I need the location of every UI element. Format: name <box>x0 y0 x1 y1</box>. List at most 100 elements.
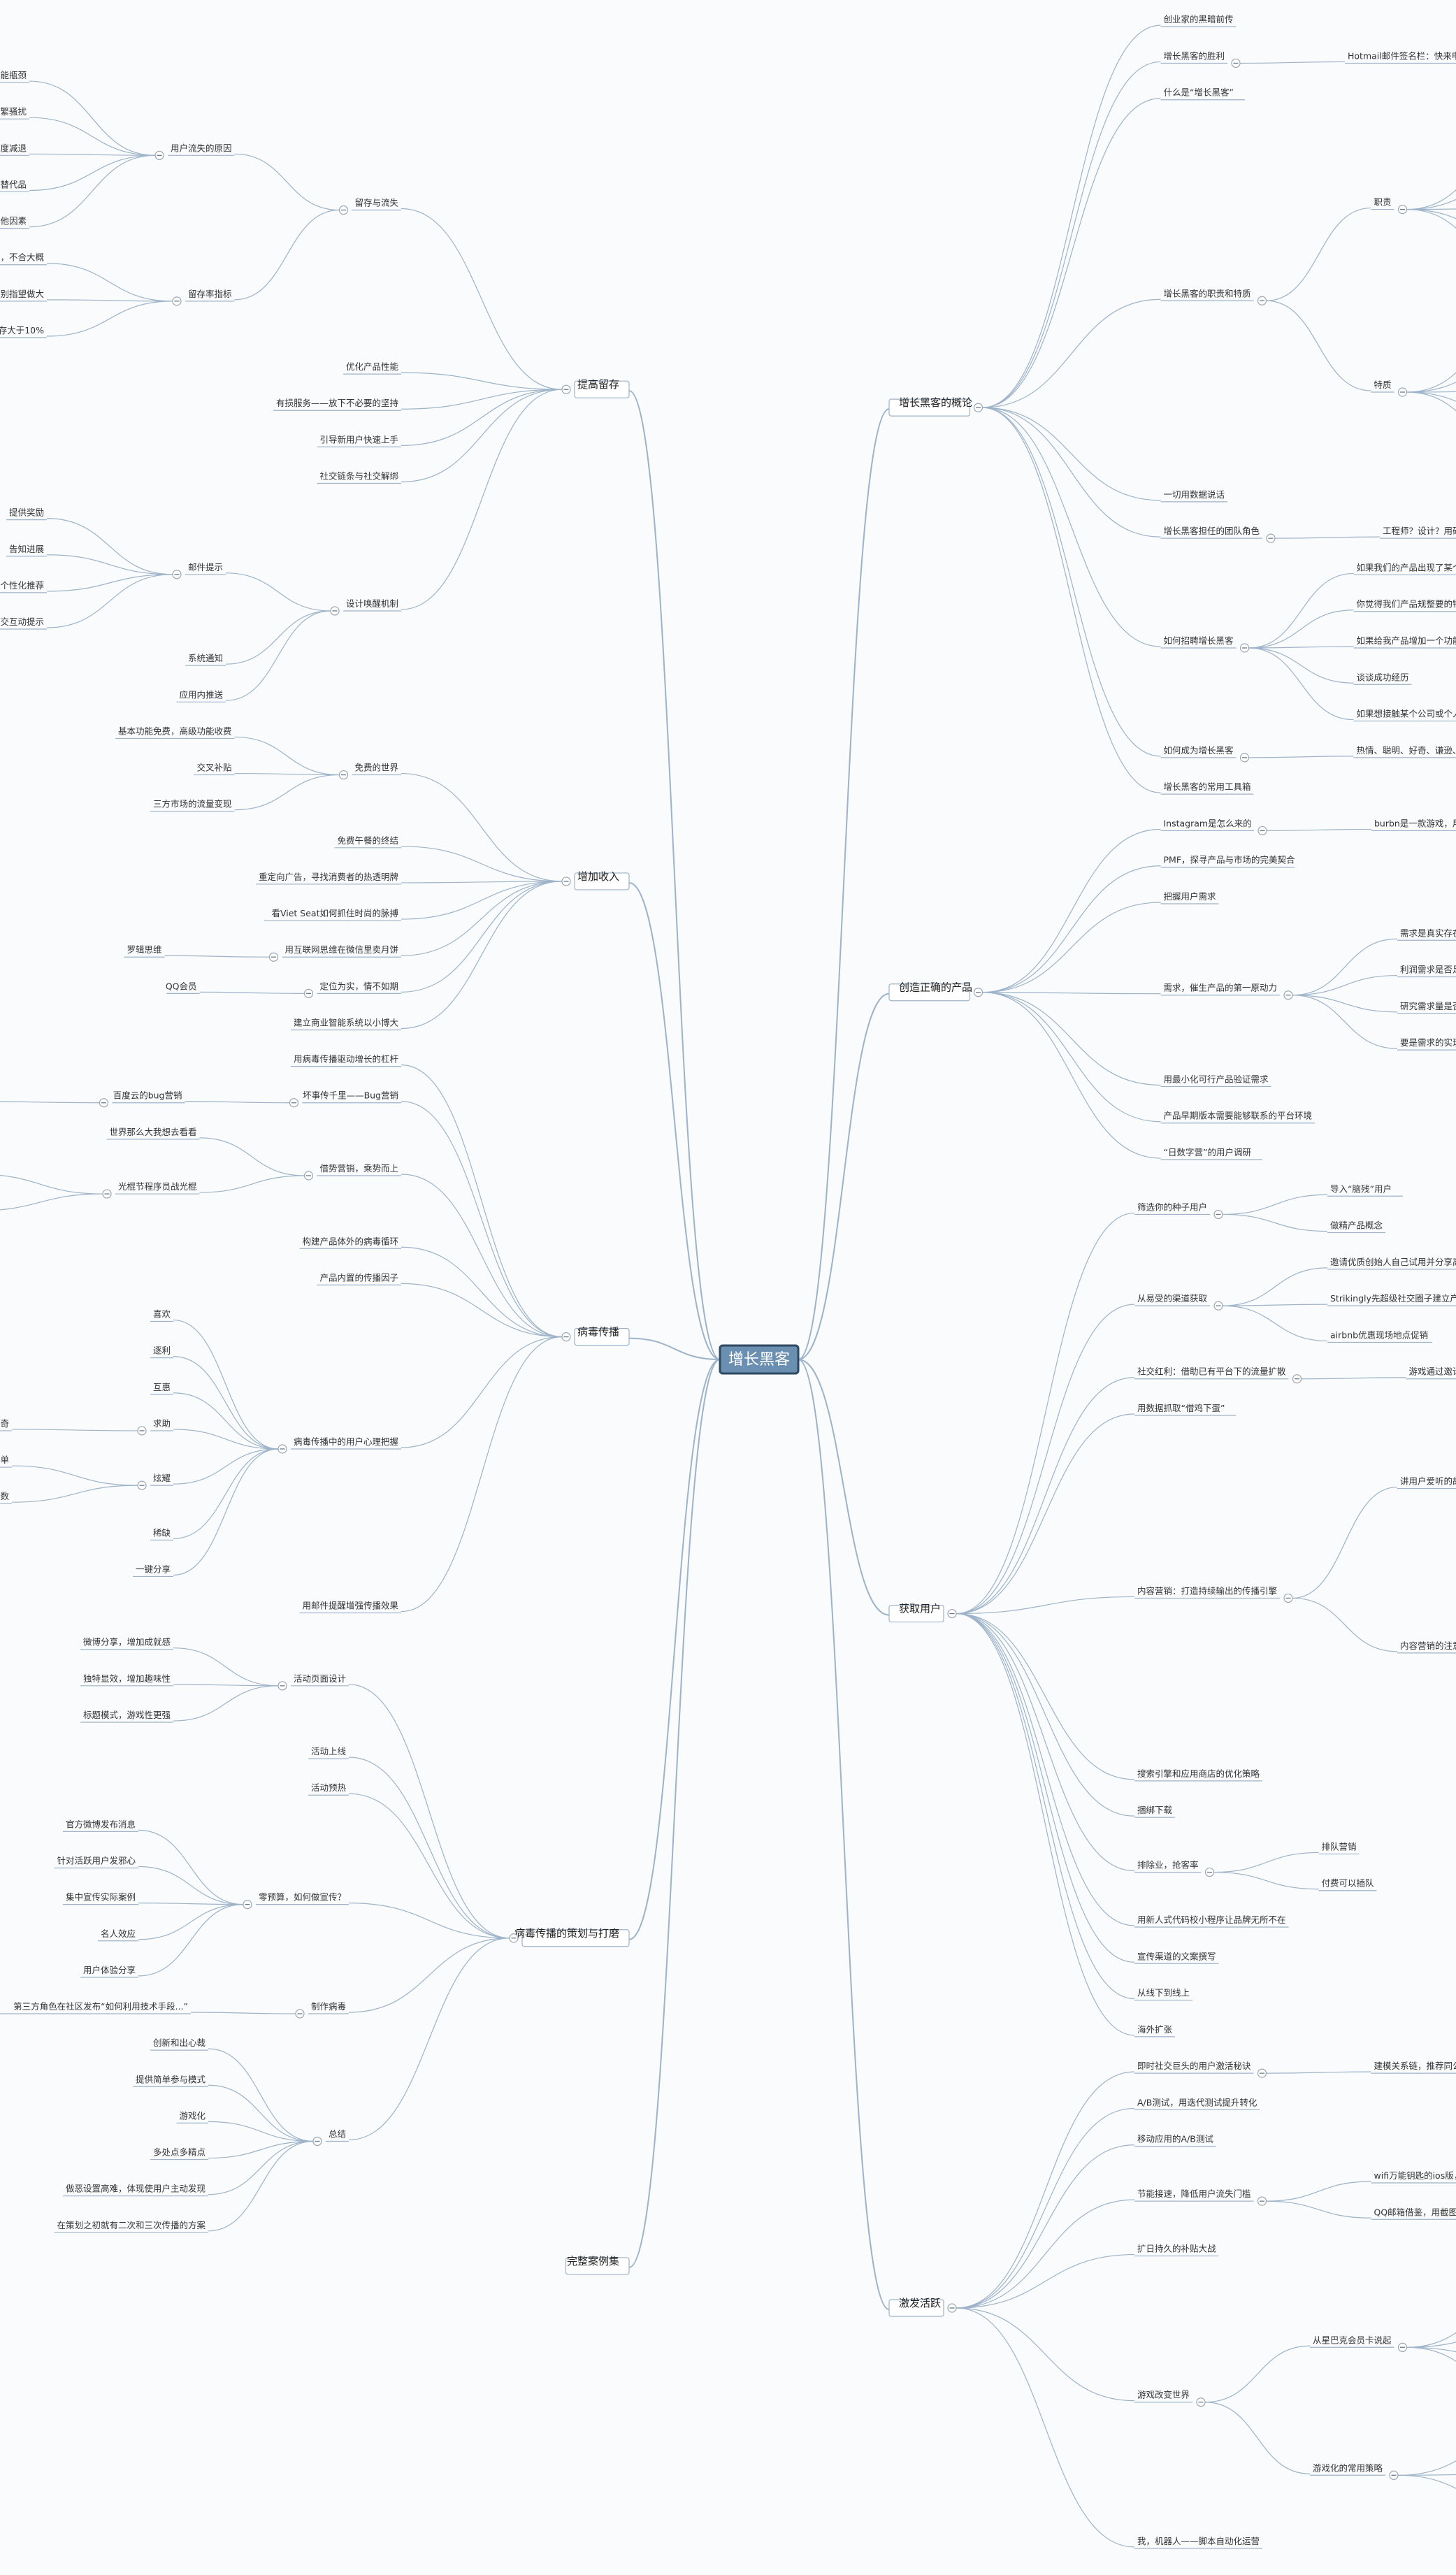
topic-node[interactable]: 免费的世界 <box>352 763 402 776</box>
collapse-toggle-icon[interactable] <box>561 877 571 886</box>
collapse-toggle-icon[interactable] <box>561 384 571 394</box>
branch-node[interactable]: 提高留存 <box>574 378 630 398</box>
branch-node[interactable]: 病毒传播的策划与打磨 <box>514 1927 630 1947</box>
collapse-toggle-icon[interactable] <box>1204 1867 1215 1877</box>
topic-node[interactable]: 游戏通过邀请好友获取接入社交流量 <box>1406 1366 1456 1380</box>
collapse-toggle-icon[interactable] <box>1397 2342 1408 2352</box>
topic-node[interactable]: 炫耀 <box>150 1473 173 1486</box>
topic-node[interactable]: 互惠 <box>150 1382 173 1395</box>
topic-node[interactable]: 看Viet Seat如何抓住时尚的脉搏 <box>264 908 401 921</box>
branch-node[interactable]: 完整案例集 <box>565 2255 630 2275</box>
topic-node[interactable]: 用户流失的原因 <box>168 143 235 156</box>
topic-node[interactable]: 增长黑客的常用工具箱 <box>1160 781 1254 795</box>
topic-node[interactable]: 讲用户爱听的故事 <box>1397 1476 1456 1490</box>
topic-node[interactable]: 应用内推送 <box>176 689 226 702</box>
topic-node[interactable]: “日数字营”的用户调研 <box>1160 1147 1263 1160</box>
topic-node[interactable]: 零预算，如何做宣传？ <box>256 1892 349 1905</box>
collapse-toggle-icon[interactable] <box>1266 533 1276 543</box>
collapse-toggle-icon[interactable] <box>295 2009 305 2019</box>
topic-node[interactable]: 支付宝十年账单 <box>0 1455 12 1468</box>
topic-node[interactable]: 邮件提示 <box>185 562 226 575</box>
topic-node[interactable]: 移动应用的A/B测试 <box>1134 2134 1216 2147</box>
topic-node[interactable]: 搜索引擎和应用商店的优化策略 <box>1134 1768 1262 1782</box>
collapse-toggle-icon[interactable] <box>1257 825 1267 836</box>
topic-node[interactable]: 用最小化可行产品验证需求 <box>1160 1074 1271 1088</box>
topic-node[interactable]: 游戏化 <box>176 2110 209 2124</box>
collapse-toggle-icon[interactable] <box>137 1426 147 1436</box>
collapse-toggle-icon[interactable] <box>99 1098 109 1108</box>
topic-node[interactable]: 活动预热 <box>308 1782 349 1796</box>
topic-node[interactable]: 热情、聪明、好奇、谦逊、影响力、心态开放、内心强大、强迫症 <box>1353 745 1456 758</box>
topic-node[interactable]: 做精产品概念 <box>1327 1220 1385 1234</box>
topic-node[interactable]: 增长黑客的胜利 <box>1160 50 1228 64</box>
topic-node[interactable]: 如果我们的产品出现了某个现象，原因是什么？怎么找？ <box>1353 562 1456 576</box>
topic-node[interactable]: 坏事传千里——Bug营销 <box>302 1090 402 1104</box>
topic-node[interactable]: 做恶设置高难，体现使用户主动发现 <box>63 2184 208 2197</box>
topic-node[interactable]: 系统通知 <box>185 653 226 666</box>
topic-node[interactable]: 职责 <box>1371 197 1394 210</box>
collapse-toggle-icon[interactable] <box>277 1444 287 1454</box>
topic-node[interactable]: 引导新用户快速上手 <box>317 434 402 447</box>
collapse-toggle-icon[interactable] <box>947 1608 957 1619</box>
collapse-toggle-icon[interactable] <box>1389 2470 1399 2480</box>
topic-node[interactable]: 产品内置的传播因子 <box>317 1272 402 1285</box>
topic-node[interactable]: 在策划之初就有二次和三次传播的方案 <box>54 2220 209 2233</box>
topic-node[interactable]: 总结 <box>326 2128 349 2142</box>
collapse-toggle-icon[interactable] <box>1213 1209 1223 1220</box>
topic-node[interactable]: 活动上线 <box>308 1746 349 1759</box>
topic-node[interactable]: 排除业，抢客率 <box>1134 1860 1202 1873</box>
topic-node[interactable]: 罗辑思维 <box>124 944 165 958</box>
topic-node[interactable]: 产品早期版本需要能够联系的平台环境 <box>1160 1111 1316 1124</box>
collapse-toggle-icon[interactable] <box>561 1332 571 1342</box>
topic-node[interactable]: 内容营销的注意事项 <box>1397 1640 1456 1654</box>
topic-node[interactable]: 电商能做到20%-30%，不合大概 <box>0 252 47 266</box>
branch-box[interactable] <box>888 1604 944 1623</box>
branch-node[interactable]: 创造正确的产品 <box>888 981 972 1002</box>
collapse-toggle-icon[interactable] <box>277 1681 287 1691</box>
topic-node[interactable]: 提供奖励 <box>6 507 47 521</box>
topic-node[interactable]: 内容营销：打造持续输出的传播引擎 <box>1134 1585 1280 1599</box>
branch-box[interactable] <box>574 1327 630 1346</box>
collapse-toggle-icon[interactable] <box>1239 643 1250 653</box>
collapse-toggle-icon[interactable] <box>137 1480 147 1490</box>
topic-node[interactable]: QQ邮箱借鉴，用截图 <box>1371 2207 1456 2220</box>
topic-node[interactable]: 用户社交互动提示 <box>0 616 47 630</box>
topic-node[interactable]: 如果给我产品增加一个功能，是什么？为什么？ <box>1353 635 1456 649</box>
topic-node[interactable]: 社交链条与社交解绑 <box>317 471 402 484</box>
topic-node[interactable]: 创新和出心裁 <box>150 2037 208 2051</box>
topic-node[interactable]: 增长黑客担任的团队角色 <box>1160 526 1263 539</box>
topic-node[interactable]: 你觉得我们产品规整要的特性是什么？ <box>1353 599 1456 612</box>
branch-box[interactable] <box>574 872 630 890</box>
branch-box[interactable] <box>888 2299 944 2317</box>
collapse-toggle-icon[interactable] <box>172 570 182 579</box>
topic-node[interactable]: 排队营销 <box>1318 1841 1360 1855</box>
topic-node[interactable]: 稀缺 <box>150 1527 173 1541</box>
topic-node[interactable]: 设计唤醒机制 <box>343 598 401 612</box>
topic-node[interactable]: 如何招聘增长黑客 <box>1160 635 1237 649</box>
topic-node[interactable]: 免费午餐的终结 <box>334 835 402 849</box>
topic-node[interactable]: 从星巴克会员卡说起 <box>1310 2335 1394 2348</box>
topic-node[interactable]: 告知进展 <box>6 544 47 557</box>
topic-node[interactable]: 福利传奇 <box>0 1418 12 1431</box>
topic-node[interactable]: 独特显效，增加趣味性 <box>80 1673 173 1687</box>
topic-node[interactable]: 建模关系链，推荐同公司的或同校的人 <box>1371 2061 1456 2074</box>
collapse-toggle-icon[interactable] <box>303 1171 314 1181</box>
topic-node[interactable]: airbnb优惠现场地点促销 <box>1327 1329 1432 1343</box>
branch-node[interactable]: 增加收入 <box>574 870 630 890</box>
topic-node[interactable]: 增长黑客的职责和特质 <box>1160 288 1254 301</box>
topic-node[interactable]: 三方市场的流量变现 <box>150 799 235 812</box>
topic-node[interactable]: 节能接速，降低用户流失门槛 <box>1134 2188 1254 2202</box>
topic-node[interactable]: 谈谈成功经历 <box>1353 672 1412 685</box>
branch-box[interactable] <box>574 380 630 398</box>
topic-node[interactable]: Strikingly先超级社交圈子建立产品，每天与用户聊 <box>1327 1293 1456 1306</box>
topic-node[interactable]: 提供简单参与模式 <box>133 2074 208 2087</box>
topic-node[interactable]: 如果想接触某个公司或个人，你能通过什么途径？ <box>1353 709 1456 722</box>
topic-node[interactable]: 特质 <box>1371 380 1394 393</box>
collapse-toggle-icon[interactable] <box>289 1098 299 1108</box>
topic-node[interactable]: 海外扩张 <box>1134 2024 1175 2037</box>
collapse-toggle-icon[interactable] <box>1397 204 1408 215</box>
topic-node[interactable]: Hotmail邮件签名栏：快来申请Hotmail免费邮箱 <box>1345 50 1456 64</box>
topic-node[interactable]: A/B测试，用迭代测试提升转化 <box>1134 2097 1260 2111</box>
topic-node[interactable]: 优化产品性能 <box>343 361 401 375</box>
topic-node[interactable]: 喜欢 <box>150 1309 173 1322</box>
